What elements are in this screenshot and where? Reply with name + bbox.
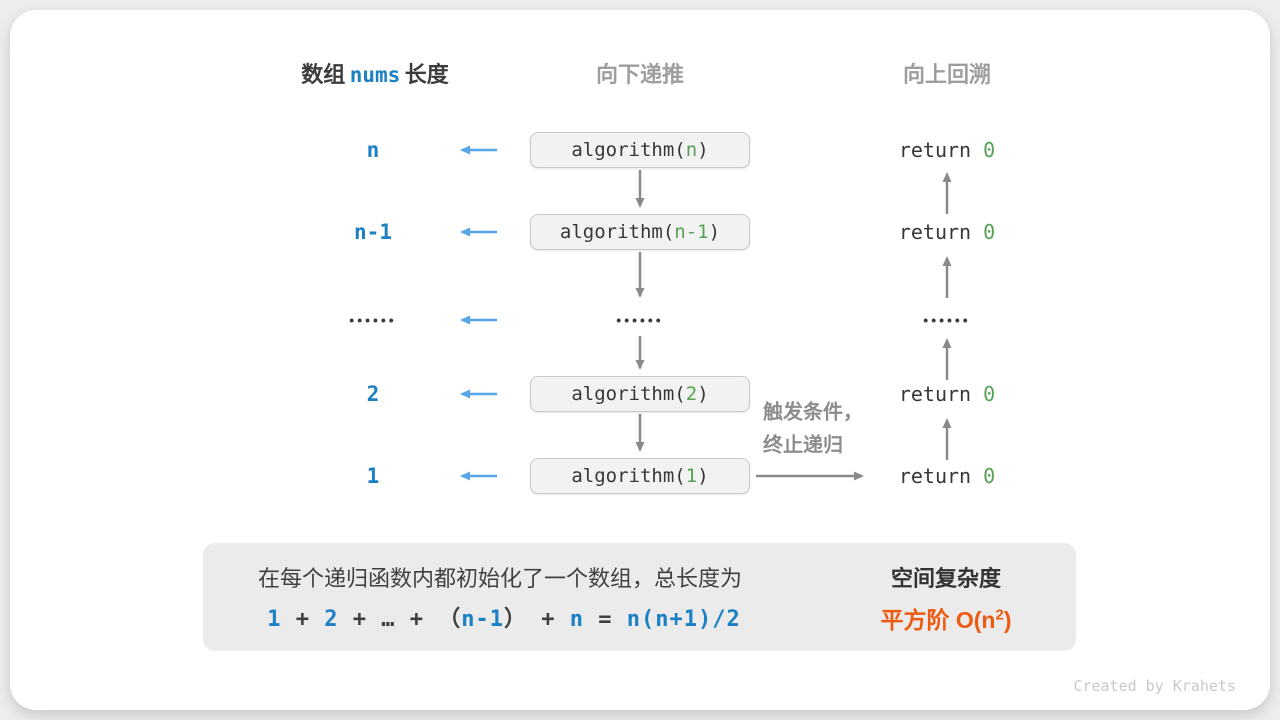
call-close: ) <box>697 383 709 405</box>
header-array-post: 长度 <box>404 62 449 87</box>
terminate-note-line2: 终止递归 <box>763 434 843 457</box>
call-text: algorithm( <box>571 139 686 161</box>
formula-op: = <box>584 607 627 632</box>
length-label-2: 2 <box>366 382 380 406</box>
header-array-length: 数组 nums 长度 <box>301 57 449 89</box>
complexity-close: ) <box>1003 607 1012 633</box>
return-value: 0 <box>983 382 996 406</box>
return-keyword: return <box>898 382 984 406</box>
call-ellipsis: •••••• <box>616 312 664 328</box>
return-row-1: return 0 <box>899 138 995 162</box>
complexity-exponent: 2 <box>995 606 1004 624</box>
call-text: algorithm( <box>559 221 675 243</box>
call-param: n <box>685 139 698 161</box>
call-close: ) <box>708 221 721 243</box>
length-label-n-1: n-1 <box>354 220 392 244</box>
formula-op: + <box>338 607 382 632</box>
call-box-n-1: algorithm(n-1) <box>530 214 750 250</box>
length-label-n: n <box>366 138 380 162</box>
formula-term: n <box>569 607 585 632</box>
call-text: algorithm( <box>571 465 686 487</box>
return-keyword: return <box>898 464 984 488</box>
formula-term: 2 <box>324 607 339 632</box>
call-param: n-1 <box>674 221 709 243</box>
formula-op: + <box>281 607 325 632</box>
summary-panel <box>203 543 1076 651</box>
formula-term: n-1 <box>461 607 505 632</box>
complexity-pre: 平方阶 O(n <box>880 607 996 633</box>
summary-text: 在每个递归函数内都初始化了一个数组，总长度为 <box>257 566 743 591</box>
call-box-1: algorithm(1) <box>530 458 750 494</box>
return-row-2: return 0 <box>899 220 995 244</box>
header-array-pre: 数组 <box>301 62 346 87</box>
call-close: ) <box>697 139 709 161</box>
header-recurse-down: 向下递推 <box>595 62 685 87</box>
terminate-note-line1: 触发条件， <box>763 401 863 424</box>
return-value: 0 <box>983 138 996 162</box>
formula-ellipsis: … <box>381 607 396 632</box>
call-close: ) <box>697 465 709 487</box>
formula-result: n(n+1)/2 <box>626 607 741 632</box>
length-label-1: 1 <box>366 464 380 488</box>
return-value: 0 <box>983 220 996 244</box>
return-ellipsis: •••••• <box>923 312 971 328</box>
formula-op: ） + <box>504 607 570 632</box>
summary-formula: 1 + 2 + … + （n-1） + n = n(n+1)/2 <box>267 601 740 633</box>
header-backtrack-up: 向上回溯 <box>902 62 992 87</box>
formula-term: 1 <box>267 607 282 632</box>
space-complexity-title: 空间复杂度 <box>890 566 1002 591</box>
return-value: 0 <box>983 464 996 488</box>
return-keyword: return <box>898 220 984 244</box>
header-nums-code: nums <box>349 63 401 87</box>
call-box-2: algorithm(2) <box>530 376 750 412</box>
call-text: algorithm( <box>571 383 686 405</box>
formula-op: + （ <box>395 607 462 632</box>
call-param: 1 <box>685 465 698 487</box>
return-row-4: return 0 <box>899 382 995 406</box>
return-keyword: return <box>898 138 984 162</box>
call-box-n: algorithm(n) <box>530 132 750 168</box>
space-complexity-value: 平方阶 O(n2) <box>880 601 1011 635</box>
call-param: 2 <box>685 383 698 405</box>
length-label-ellipsis: •••••• <box>349 312 397 328</box>
return-row-5: return 0 <box>899 464 995 488</box>
credit-text: Created by Krahets <box>1073 677 1236 695</box>
